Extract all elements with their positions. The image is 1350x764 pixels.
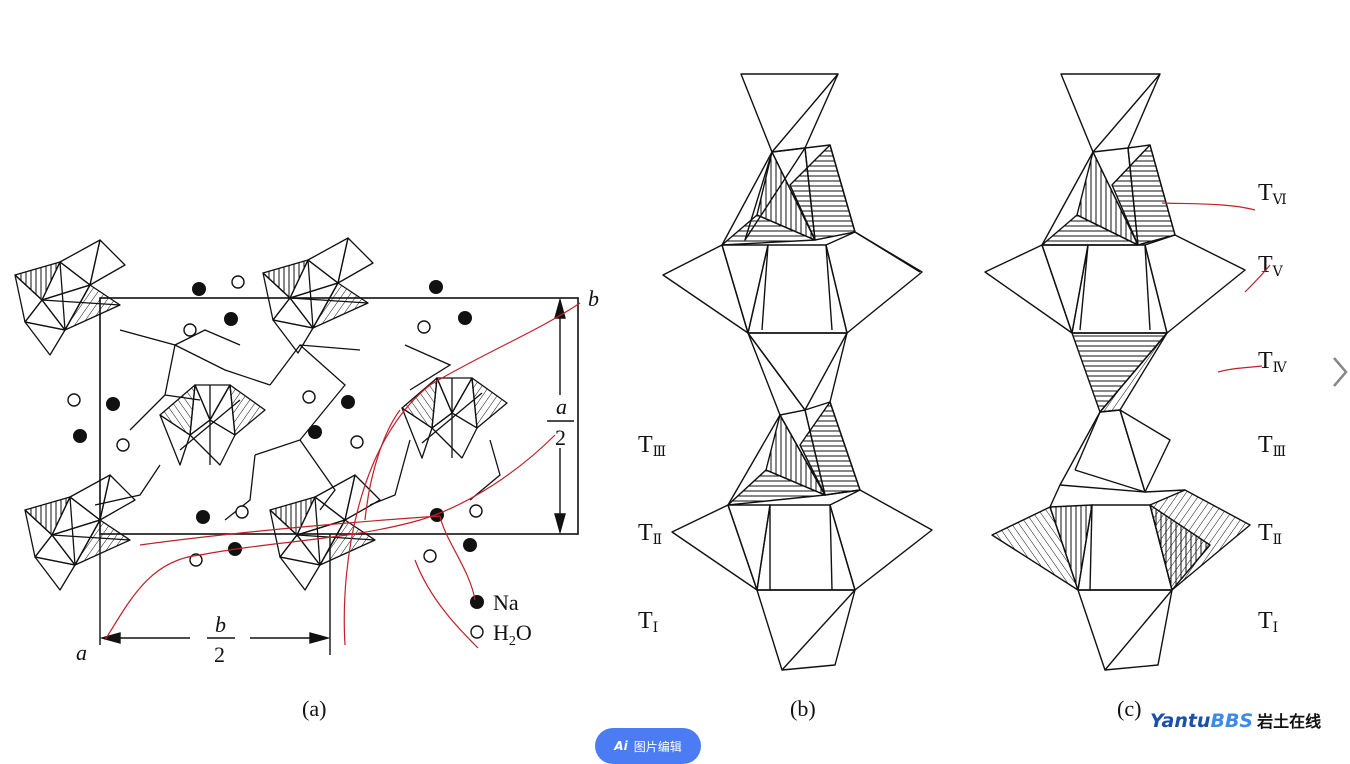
caption-b: (b) — [790, 696, 816, 721]
svg-text:TⅢ: TⅢ — [638, 432, 666, 460]
axis-label-b: b — [588, 286, 599, 311]
svg-text:TⅠ: TⅠ — [638, 608, 658, 636]
panel-b-tetrahedra — [662, 73, 933, 671]
panel-c-labels: TⅥ TⅤ TⅣ TⅢ TⅡ TⅠ — [1258, 180, 1288, 636]
svg-text:TⅤ: TⅤ — [1258, 252, 1284, 280]
ai-icon: Ai — [614, 739, 628, 753]
svg-text:TⅡ: TⅡ — [638, 520, 662, 548]
svg-text:TⅣ: TⅣ — [1258, 348, 1288, 376]
red-annotations — [104, 302, 581, 649]
axis-label-a: a — [76, 640, 87, 665]
dimension-a-num: a — [556, 394, 567, 419]
caption-a: (a) — [302, 696, 326, 721]
panel-b-labels: TⅢ TⅡ TⅠ — [638, 432, 666, 636]
panel-a-h2o-atoms — [67, 275, 483, 567]
caption-c: (c) — [1117, 696, 1141, 721]
panel-c-tetrahedra — [984, 73, 1251, 671]
dimension-b-den: 2 — [214, 642, 225, 667]
legend-h2o-marker — [470, 625, 484, 639]
legend-h2o-label: H2O — [493, 620, 532, 649]
image-edit-button[interactable]: Ai 图片编辑 — [595, 728, 701, 764]
image-edit-label: 图片编辑 — [633, 739, 682, 754]
next-image-chevron-icon[interactable] — [1330, 352, 1350, 392]
svg-text:TⅡ: TⅡ — [1258, 520, 1282, 548]
dimension-a-den: 2 — [555, 425, 566, 450]
legend-na-label: Na — [493, 590, 519, 615]
dimension-b-half — [99, 632, 331, 644]
panel-c-red-annotations — [1161, 202, 1271, 373]
svg-text:TⅠ: TⅠ — [1258, 608, 1278, 636]
dimension-b-num: b — [215, 612, 226, 637]
svg-text:TⅥ: TⅥ — [1258, 180, 1287, 208]
legend-na-marker — [470, 595, 484, 609]
svg-text:TⅢ: TⅢ — [1258, 432, 1286, 460]
panel-a-unit-cell — [14, 237, 579, 655]
